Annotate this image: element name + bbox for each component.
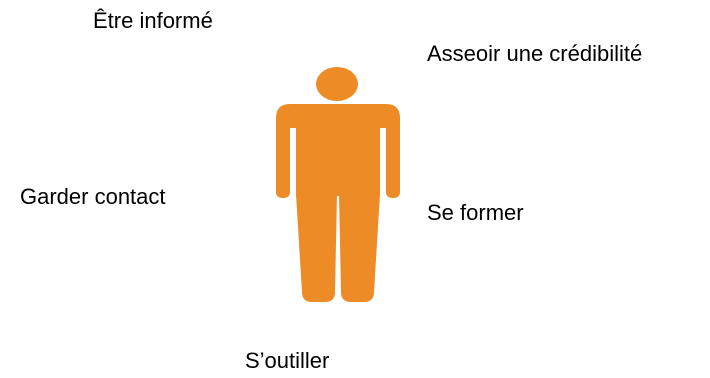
- person-left-leg: [296, 194, 337, 302]
- person-head: [316, 67, 358, 101]
- label-se-former: Se former: [427, 200, 524, 225]
- label-garder-contact: Garder contact: [20, 184, 166, 209]
- person-body: [276, 104, 400, 198]
- person-right-leg: [339, 194, 380, 302]
- label-s-outiller: S’outiller: [245, 348, 330, 373]
- person-icon: [276, 67, 400, 302]
- label-asseoir-credibilite: Asseoir une crédibilité: [427, 41, 643, 66]
- label-etre-informe: Être informé: [93, 8, 213, 33]
